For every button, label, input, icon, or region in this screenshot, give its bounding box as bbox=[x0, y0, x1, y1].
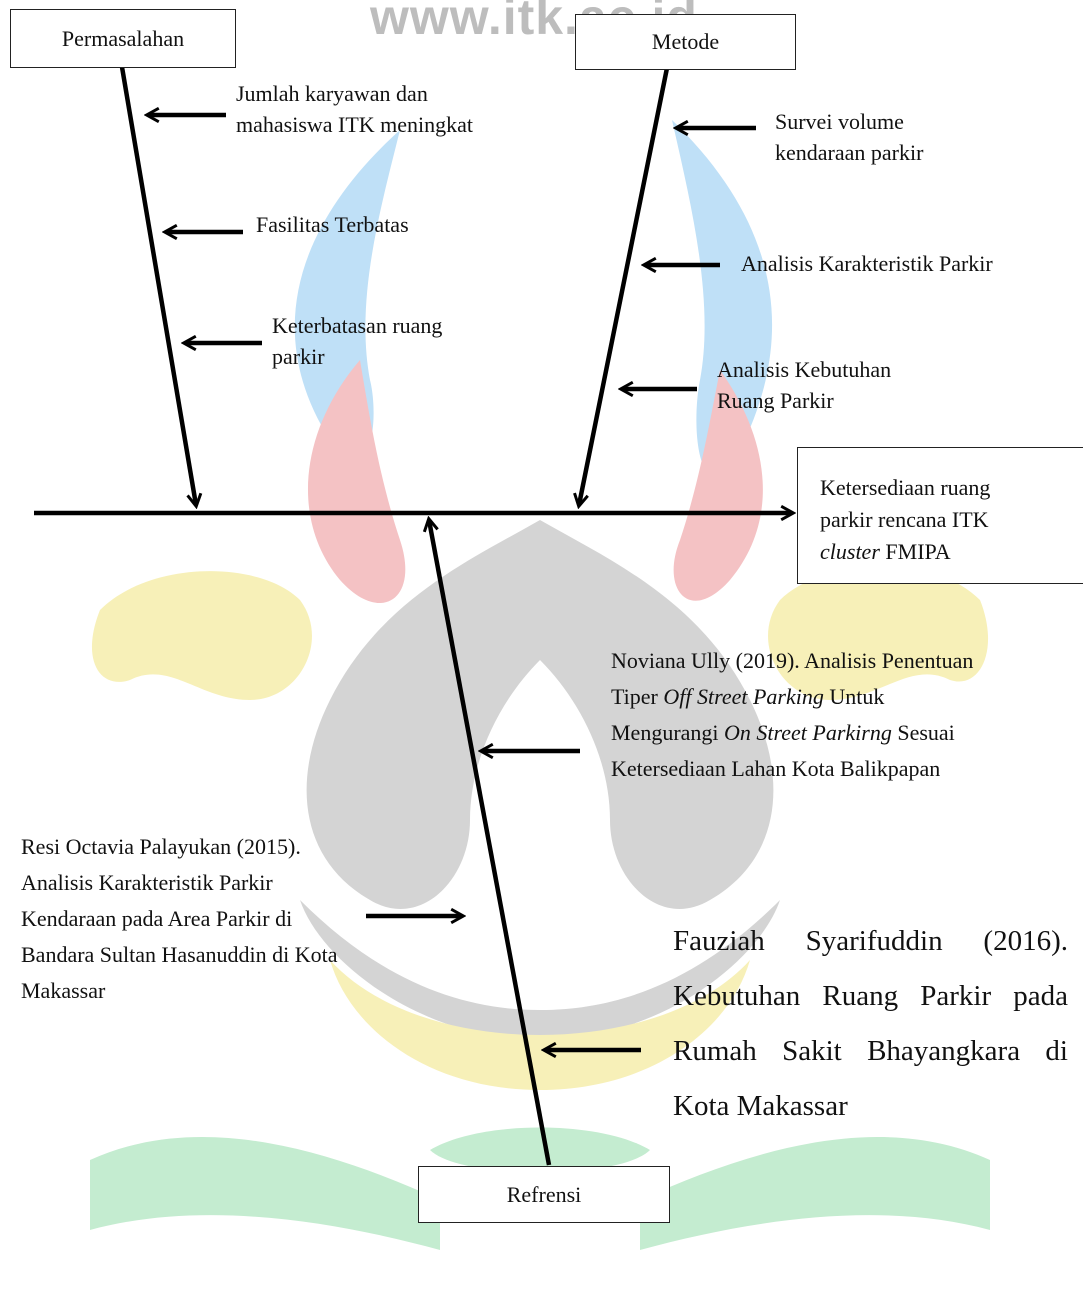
noviana-l2c: Untuk bbox=[823, 684, 885, 709]
cause-jumlah-karyawan: Jumlah karyawan dan mahasiswa ITK mening… bbox=[236, 81, 474, 137]
category-box-refrensi: Refrensi bbox=[418, 1166, 670, 1223]
effect-italic-word: cluster bbox=[820, 539, 880, 564]
effect-line-3-rest: FMIPA bbox=[879, 539, 951, 564]
wm-yellow-base bbox=[330, 960, 750, 1090]
cause-fasilitas-terbatas: Fasilitas Terbatas bbox=[256, 212, 409, 237]
noviana-l2a: Tiper bbox=[611, 684, 664, 709]
wm-red-flame-left bbox=[307, 360, 406, 604]
wm-red-flame-right bbox=[673, 370, 763, 601]
wm-yellow-bird-left bbox=[91, 571, 312, 700]
cause-resi-octavia: Resi Octavia Palayukan (2015). Analisis … bbox=[21, 834, 338, 1003]
wm-gray-body bbox=[306, 520, 774, 909]
cause-survei-volume: Survei volume kendaraan parkir bbox=[775, 109, 924, 165]
noviana-line-1: Noviana Ully (2019). Analisis Penentuan bbox=[611, 648, 974, 673]
effect-line-3: cluster FMIPA bbox=[820, 536, 1083, 568]
refrensi-bone bbox=[429, 520, 552, 1166]
category-box-metode: Metode bbox=[575, 14, 796, 70]
effect-line-1: Ketersediaan ruang bbox=[820, 475, 991, 500]
cause-noviana-ully: Noviana Ully (2019). Analisis Penentuan … bbox=[611, 643, 1081, 787]
effect-line-2: parkir rencana ITK bbox=[820, 507, 989, 532]
effect-box: Ketersediaan ruang parkir rencana ITK cl… bbox=[797, 447, 1083, 584]
metode-bone bbox=[579, 67, 670, 505]
category-label-permasalahan: Permasalahan bbox=[61, 25, 185, 51]
category-box-permasalahan: Permasalahan bbox=[10, 9, 236, 68]
wm-blue-flame-right bbox=[672, 120, 773, 476]
cause-keterbatasan-ruang: Keterbatasan ruang parkir bbox=[272, 313, 443, 369]
wm-yellow-bird-right bbox=[768, 566, 989, 700]
permasalahan-bone bbox=[119, 66, 196, 505]
wm-green-base-right bbox=[640, 1137, 990, 1250]
wm-green-base bbox=[90, 1137, 440, 1250]
noviana-line-4: Ketersediaan Lahan Kota Balikpapan bbox=[611, 756, 941, 781]
category-label-metode: Metode bbox=[651, 29, 720, 54]
cause-fauziah-syarifuddin: Fauziah Syarifuddin (2016). Kebutuhan Ru… bbox=[673, 925, 1068, 1122]
wm-gray-base bbox=[300, 900, 780, 1040]
cause-analisis-karakteristik: Analisis Karakteristik Parkir bbox=[741, 251, 993, 276]
category-label-refrensi: Refrensi bbox=[506, 1181, 582, 1207]
noviana-l3b: On Street Parkirng bbox=[724, 720, 892, 745]
noviana-l3c: Sesuai bbox=[891, 720, 955, 745]
cause-analisis-kebutuhan: Analisis Kebutuhan Ruang Parkir bbox=[717, 357, 892, 413]
wm-blue-flame-left bbox=[294, 130, 400, 462]
noviana-l2b: Off Street Parking bbox=[663, 684, 824, 709]
wm-green-center bbox=[430, 1127, 650, 1173]
noviana-l3a: Mengurangi bbox=[611, 720, 725, 745]
noviana-line-2: Tiper Off Street Parking Untuk bbox=[611, 679, 1081, 715]
noviana-line-3: Mengurangi On Street Parkirng Sesuai bbox=[611, 715, 1081, 751]
